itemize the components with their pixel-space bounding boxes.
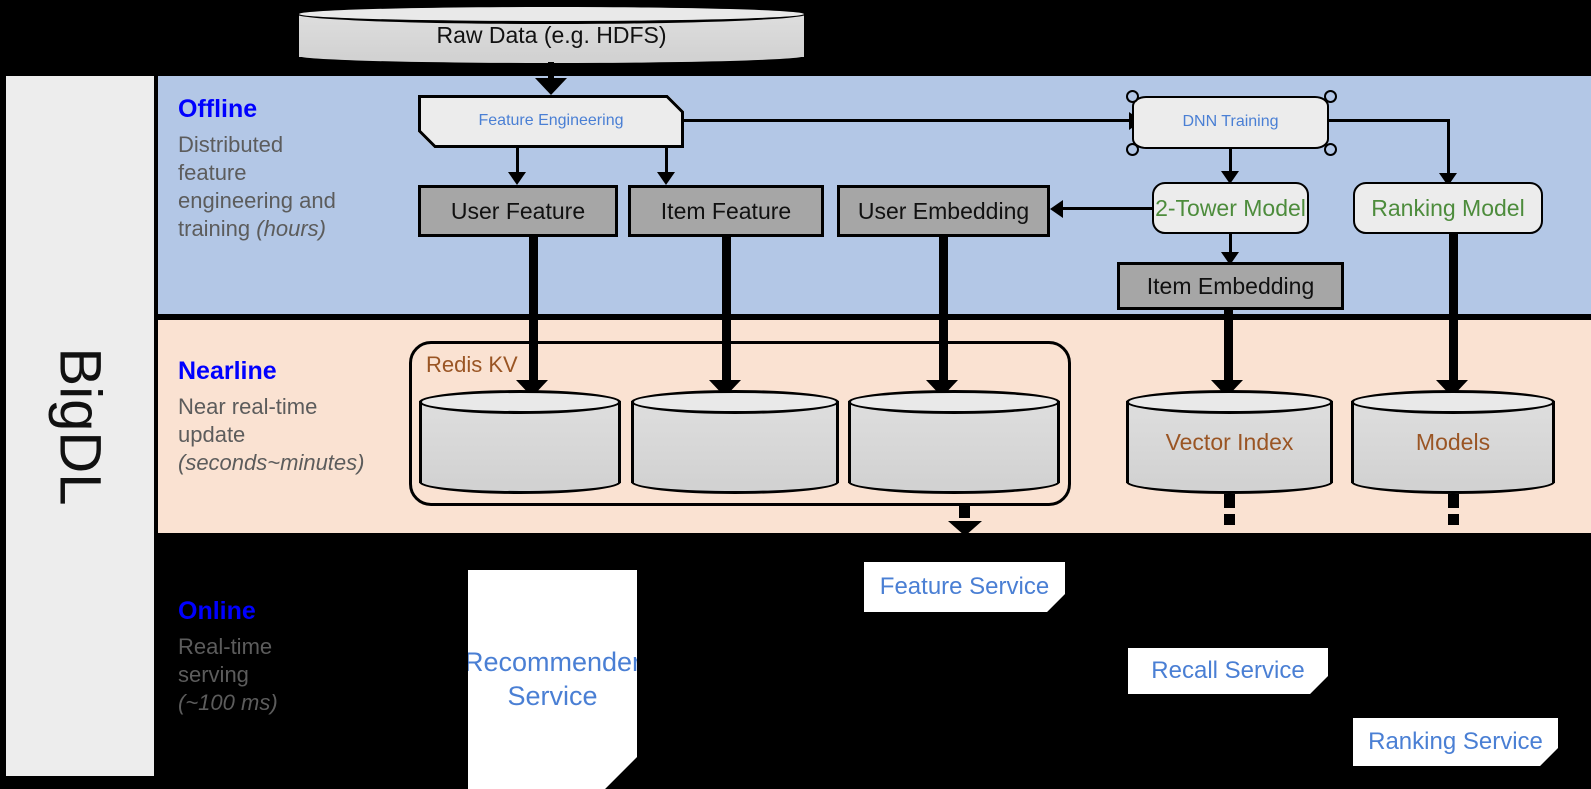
- feature-engineering-label: Feature Engineering: [478, 112, 624, 130]
- item-embedding-node[interactable]: Item Embedding: [1117, 262, 1344, 310]
- recommender-service-label: Recommender Service: [464, 646, 641, 714]
- ranking-service-node[interactable]: Ranking Service: [1353, 718, 1558, 766]
- user-feature-node[interactable]: User Feature: [418, 185, 618, 237]
- offline-title: Offline: [178, 95, 258, 123]
- ranking-model-label: Ranking Model: [1371, 194, 1525, 221]
- online-band-label: Online Real-time serving (~100 ms): [178, 597, 408, 717]
- two-tower-model-node[interactable]: 2-Tower Model: [1152, 182, 1309, 234]
- connector-ranking-model-to-models: [1449, 234, 1458, 396]
- online-description: Real-time serving (~100 ms): [178, 633, 408, 717]
- offline-desc-l1: Distributed: [178, 131, 284, 157]
- dnn-training-node[interactable]: DNN Training: [1132, 96, 1329, 149]
- dnn-training-label: DNN Training: [1182, 113, 1279, 131]
- ranking-model-node[interactable]: Ranking Model: [1353, 182, 1543, 234]
- feature-service-node[interactable]: Feature Service: [864, 562, 1065, 612]
- vector-index-label: Vector Index: [1165, 428, 1294, 455]
- nearline-desc-l3-em: (seconds~minutes): [178, 449, 365, 475]
- item-feature-node[interactable]: Item Feature: [628, 185, 824, 237]
- feature-engineering-outline: [418, 95, 684, 148]
- recommender-service-node[interactable]: Recommender Service: [468, 570, 637, 789]
- redis-cylinder-user-embedding: [848, 390, 1060, 494]
- user-embedding-label: User Embedding: [857, 197, 1030, 224]
- feature-engineering-node[interactable]: Feature Engineering: [418, 95, 684, 148]
- online-desc-l2: serving: [178, 661, 249, 687]
- raw-data-cylinder: Raw Data (e.g. HDFS): [296, 4, 807, 66]
- dnn-notch-br: [1324, 143, 1337, 156]
- offline-desc-l4-em: (hours): [256, 215, 326, 241]
- offline-band-label: Offline Distributed feature engineering …: [178, 95, 408, 244]
- feature-service-label: Feature Service: [879, 573, 1050, 600]
- connector-item-embedding-to-vector-index: [1224, 310, 1233, 396]
- offline-desc-l2: feature: [178, 159, 247, 185]
- offline-desc-l3: engineering and: [178, 187, 336, 213]
- vector-index-cylinder[interactable]: Vector Index: [1126, 390, 1333, 494]
- nearline-description: Near real-time update (seconds~minutes): [178, 393, 408, 477]
- redis-cylinder-item-feature: [631, 390, 839, 494]
- nearline-desc-l2: update: [178, 421, 246, 447]
- dnn-notch-bl: [1126, 143, 1139, 156]
- redis-cylinder-user-feature: [419, 390, 621, 494]
- raw-data-label: Raw Data (e.g. HDFS): [436, 21, 667, 48]
- cylinder-top: [296, 4, 807, 24]
- nearline-band-label: Nearline Near real-time update (seconds~…: [178, 357, 408, 477]
- dnn-notch-tl: [1126, 90, 1139, 103]
- nearline-desc-l1: Near real-time: [178, 393, 318, 419]
- recall-service-label: Recall Service: [1151, 657, 1305, 684]
- online-title: Online: [178, 597, 256, 625]
- connector-user-feature-to-redis: [529, 237, 538, 396]
- models-label: Models: [1415, 428, 1491, 455]
- bigdl-framework-rail: BigDL: [6, 76, 154, 776]
- offline-description: Distributed feature engineering and trai…: [178, 131, 408, 244]
- item-embedding-label: Item Embedding: [1146, 272, 1315, 299]
- item-feature-label: Item Feature: [660, 197, 792, 224]
- connector-user-embedding-to-redis: [939, 237, 948, 396]
- recall-service-node[interactable]: Recall Service: [1128, 648, 1328, 694]
- two-tower-model-label: 2-Tower Model: [1155, 194, 1306, 221]
- user-feature-label: User Feature: [450, 197, 586, 224]
- online-desc-l3-em: (~100 ms): [178, 689, 278, 715]
- online-desc-l1: Real-time: [178, 633, 273, 659]
- ranking-service-label: Ranking Service: [1368, 728, 1543, 755]
- bigdl-label: BigDL: [47, 347, 113, 505]
- redis-kv-container[interactable]: [409, 341, 1071, 506]
- models-cylinder[interactable]: Models: [1351, 390, 1555, 494]
- connector-item-feature-to-redis: [722, 237, 731, 396]
- user-embedding-node[interactable]: User Embedding: [837, 185, 1050, 237]
- dnn-notch-tr: [1324, 90, 1337, 103]
- nearline-title: Nearline: [178, 357, 277, 385]
- redis-kv-label: Redis KV: [426, 352, 518, 377]
- recommender-service-l1: Recommender: [463, 646, 642, 677]
- recommender-service-l2: Service: [507, 680, 598, 711]
- offline-desc-l4: training: [178, 215, 257, 241]
